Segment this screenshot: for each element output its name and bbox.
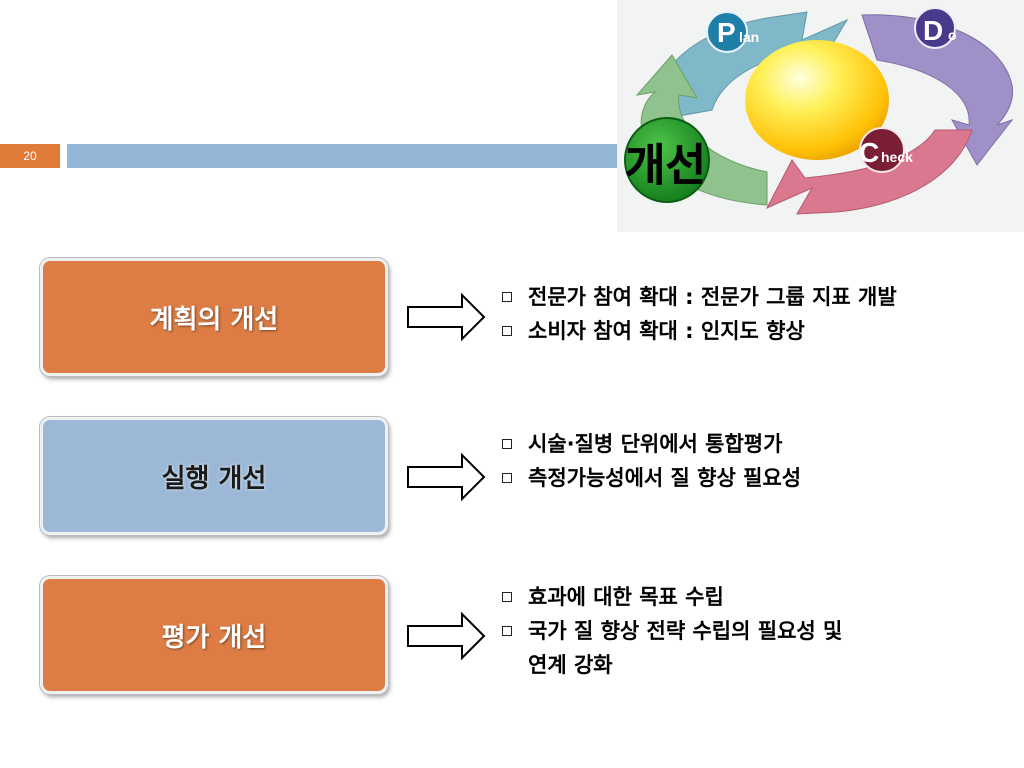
bullet-square-icon — [502, 592, 512, 602]
plan-improvement-label: 계획의 개선 — [149, 304, 279, 335]
title-bar — [67, 144, 618, 168]
execution-improvement-label: 실행 개선 — [161, 463, 267, 494]
check-letter: C — [859, 137, 879, 168]
center-label: 개선 — [625, 140, 706, 191]
plan-bullet-list: 전문가 참여 확대 : 전문가 그룹 지표 개발 소비자 참여 확대 : 인지도… — [500, 280, 897, 348]
check-rest: heck — [881, 149, 913, 165]
list-item: 시술·질병 단위에서 통합평가 — [500, 427, 801, 461]
bullet-square-icon — [502, 292, 512, 302]
bullet-square-icon — [502, 473, 512, 483]
bullet-square-icon — [502, 439, 512, 449]
right-arrow-icon — [407, 292, 486, 342]
do-letter: D — [923, 15, 943, 46]
center-sphere — [745, 40, 889, 160]
execution-bullet-list: 시술·질병 단위에서 통합평가 측정가능성에서 질 향상 필요성 — [500, 427, 801, 495]
plan-rest: lan — [739, 29, 759, 45]
right-arrow-icon — [407, 452, 486, 502]
plan-letter: P — [717, 17, 736, 48]
bullet-square-icon — [502, 626, 512, 636]
bullet-square-icon — [502, 326, 512, 336]
list-item-continuation: 연계 강화 — [528, 653, 613, 677]
evaluation-improvement-label: 평가 개선 — [161, 622, 267, 653]
plan-improvement-box: 계획의 개선 — [40, 258, 388, 376]
evaluation-improvement-box: 평가 개선 — [40, 576, 388, 694]
do-rest: o — [948, 27, 957, 43]
slide-number: 20 — [0, 144, 60, 168]
check-arc — [765, 129, 973, 215]
right-arrow-icon — [407, 611, 486, 661]
list-item: 국가 질 향상 전략 수립의 필요성 및 — [500, 614, 842, 648]
list-item: 측정가능성에서 질 향상 필요성 — [500, 461, 801, 495]
evaluation-bullet-list: 효과에 대한 목표 수립 국가 질 향상 전략 수립의 필요성 및 연계 강화 — [500, 580, 842, 682]
list-item: 전문가 참여 확대 : 전문가 그룹 지표 개발 — [500, 280, 897, 314]
execution-improvement-box: 실행 개선 — [40, 417, 388, 535]
pdca-cycle-graphic: P lan D o C heck 개선 — [617, 0, 1024, 232]
list-item: 효과에 대한 목표 수립 — [500, 580, 842, 614]
list-item: 소비자 참여 확대 : 인지도 향상 — [500, 314, 897, 348]
